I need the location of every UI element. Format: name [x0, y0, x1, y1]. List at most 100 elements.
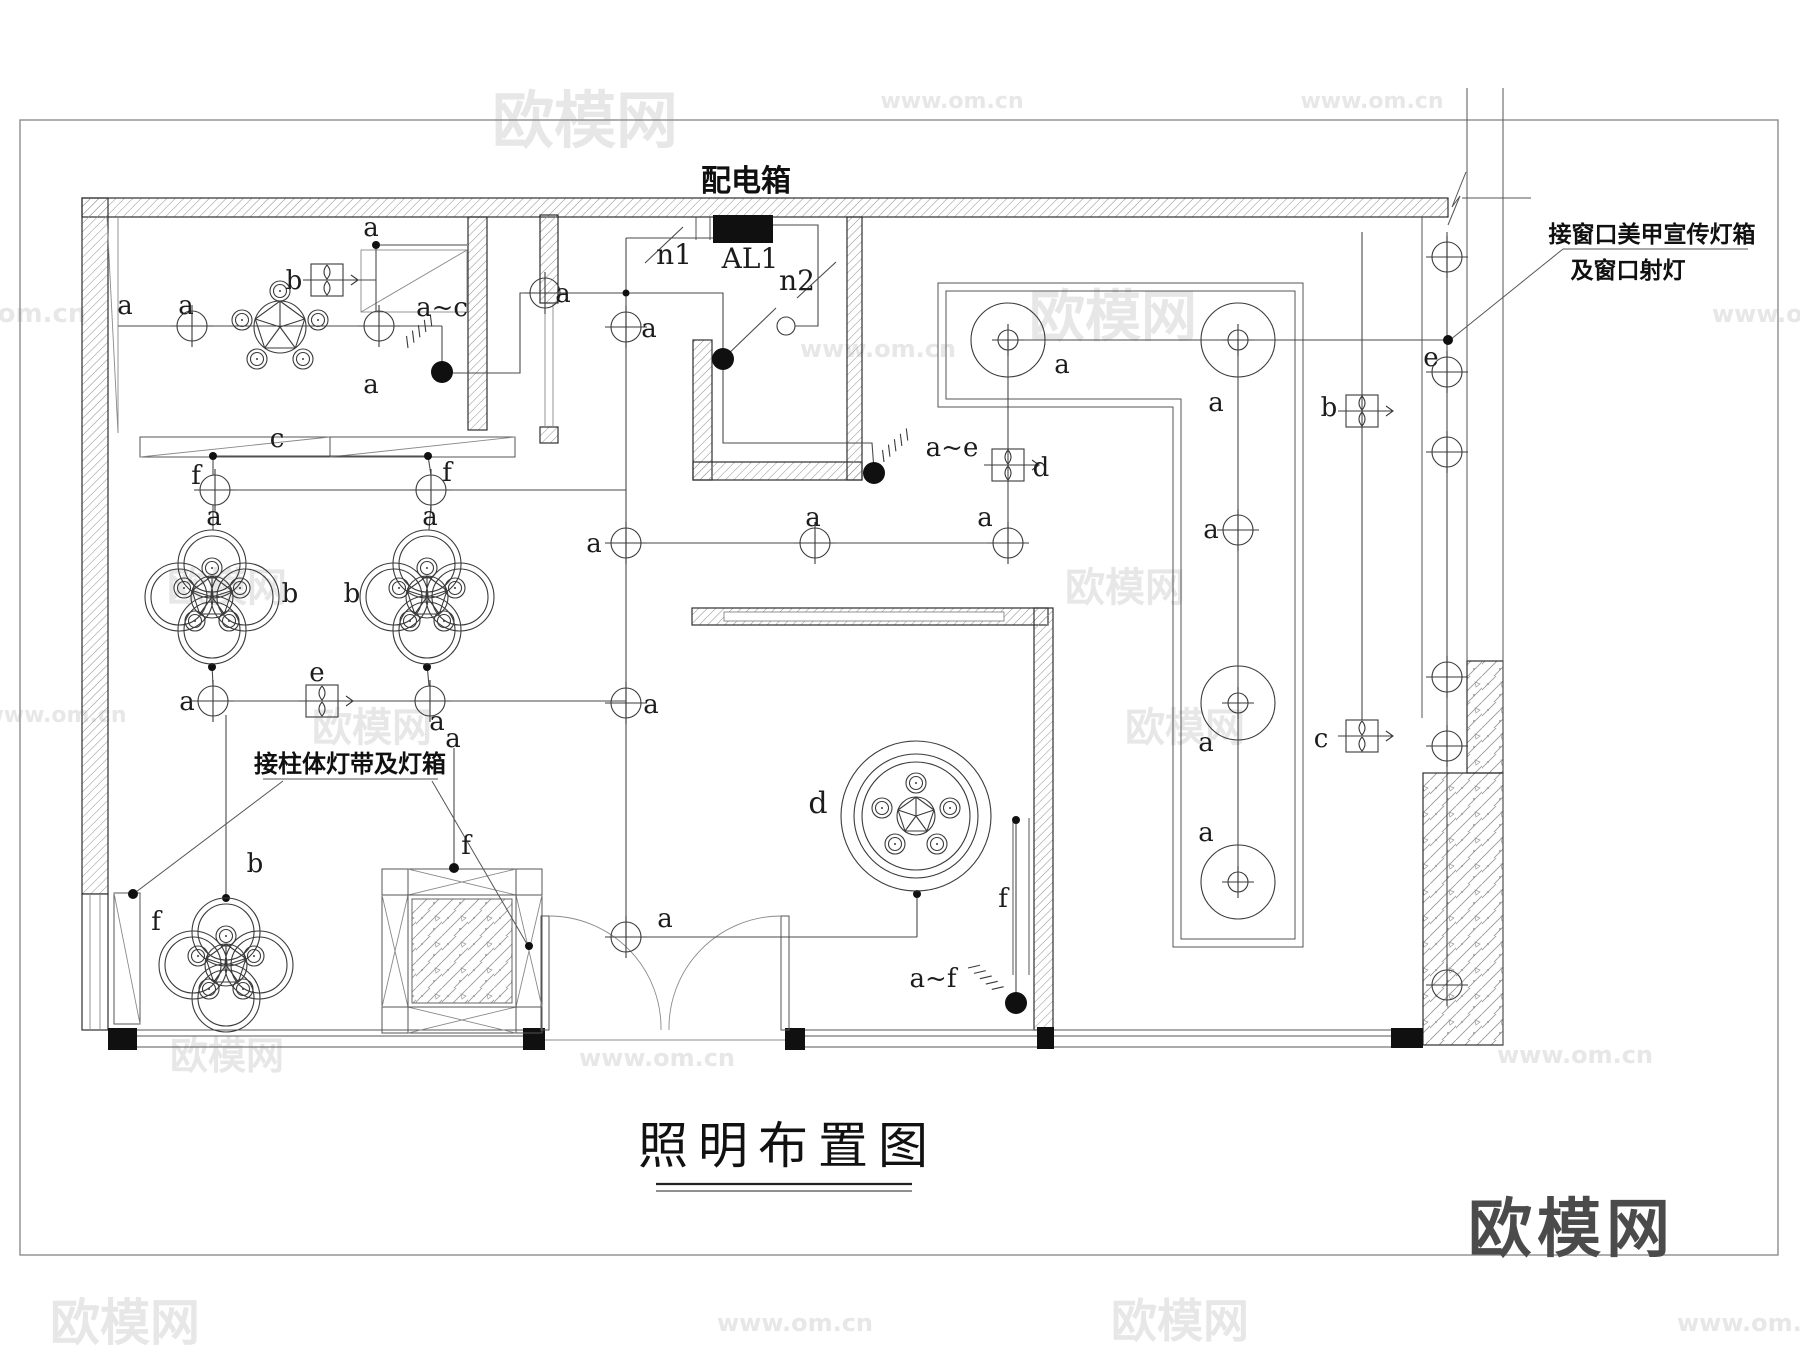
cad-label: f: [461, 831, 473, 861]
l-shaped-counter: [937, 282, 1304, 948]
cad-label: a: [445, 724, 461, 754]
cad-label: a~e: [926, 433, 979, 463]
lamp-a: [604, 915, 648, 959]
lamp-a: [191, 679, 235, 723]
symbols: [128, 235, 1469, 1032]
junction-a-e: [863, 462, 885, 484]
storefront-band: [137, 1029, 1391, 1048]
cad-label: e: [1423, 343, 1438, 373]
distribution-panel-AL1: [713, 215, 773, 243]
cad-label: a: [1203, 515, 1219, 545]
fan-c: [1337, 719, 1394, 753]
wires: [118, 224, 1448, 993]
cad-label: e: [309, 658, 324, 688]
cad-label: a: [1198, 818, 1214, 848]
watermark: www.om.cn: [1497, 1041, 1653, 1069]
watermark: 欧模网: [1065, 565, 1185, 611]
cad-label: a: [1198, 728, 1214, 758]
round-chandelier-d: [841, 741, 991, 891]
cad-label: 配电箱: [701, 164, 791, 199]
cad-label: a: [555, 279, 571, 309]
cad-label: f: [442, 458, 454, 488]
clover-chandelier-b: [360, 530, 494, 664]
fan-d: [983, 448, 1040, 482]
cad-label: a: [805, 503, 821, 533]
lamp-a: [1216, 508, 1260, 552]
lamp-a: [986, 521, 1030, 565]
cad-label: n1: [656, 238, 692, 271]
lamp-a: [604, 681, 648, 725]
structure: [106, 88, 1531, 1050]
sheet-border: [19, 119, 1779, 1256]
watermark: 欧模网: [170, 1034, 284, 1078]
cad-label: 接柱体灯带及灯箱: [254, 750, 446, 778]
watermark: om.cn: [0, 299, 86, 329]
cad-label: a~c: [416, 293, 468, 323]
watermark: 欧模网: [1111, 1294, 1249, 1348]
cad-label: a: [178, 291, 194, 321]
watermark: www.om.cn: [1712, 300, 1800, 328]
cad-label: AL1: [721, 242, 779, 275]
watermark: www.om.cn: [579, 1044, 735, 1072]
cad-label: a: [422, 502, 438, 532]
site-logo: 欧模网: [1468, 1193, 1675, 1267]
cad-label: b: [247, 849, 264, 879]
cad-label: 照明布置图: [638, 1117, 938, 1175]
cad-label: a: [1208, 388, 1224, 418]
switch-junction: [712, 348, 734, 370]
cad-label: b: [286, 266, 303, 296]
cad-label: 及窗口射灯: [1571, 257, 1686, 284]
clover-chandelier-b: [159, 898, 293, 1032]
junction-a-c: [431, 361, 453, 383]
cad-label: a: [363, 370, 379, 400]
cad-label: d: [1033, 453, 1050, 483]
lamp-e: [1425, 655, 1469, 699]
cad-label: a: [977, 503, 993, 533]
cad-label: a: [206, 502, 222, 532]
cad-label: f: [151, 907, 163, 937]
cad-label: d: [808, 786, 827, 821]
cad-label: a: [117, 291, 133, 321]
cad-label: n2: [779, 264, 815, 297]
walls: [81, 197, 1504, 1046]
watermark: www.om.cn: [880, 89, 1023, 114]
cad-label: c: [270, 424, 285, 454]
cad-label: b: [1321, 393, 1338, 423]
cad-label: a: [657, 904, 673, 934]
cad-label: a: [641, 314, 657, 344]
cad-label: c: [1314, 724, 1329, 754]
cad-label: a: [429, 707, 445, 737]
watermark: 欧模网: [50, 1294, 200, 1352]
watermark: 欧模网: [312, 705, 432, 751]
cad-label: a: [179, 687, 195, 717]
junction-a-f: [1005, 992, 1027, 1014]
cad-label: a: [363, 213, 379, 243]
lamp-a: [604, 521, 648, 565]
watermark: 欧模网: [1029, 285, 1197, 350]
square-column: [381, 868, 543, 1034]
cad-label: a: [1054, 350, 1070, 380]
entrance-double-door: [540, 915, 790, 1031]
watermark: www.om.cn: [1677, 1309, 1800, 1337]
watermark: www.om.cn: [1300, 89, 1443, 114]
cad-label: a: [586, 529, 602, 559]
watermark: www.om.cn: [800, 335, 956, 363]
cad-label: f: [191, 461, 203, 491]
lamp-e: [1425, 235, 1469, 279]
watermark: 欧模网: [1125, 705, 1245, 751]
chandelier-c: [232, 281, 328, 369]
watermark: www.om.cn: [717, 1309, 873, 1337]
lamp-a: [357, 304, 401, 348]
fan-b: [302, 263, 359, 297]
fan-b: [1337, 394, 1394, 428]
cad-label: b: [282, 579, 299, 609]
cad-label: 接窗口美甲宣传灯箱: [1549, 221, 1756, 248]
cad-label: b: [344, 579, 361, 609]
watermark-layer: 欧模网 www.om.cn www.om.cn om.cn 欧模网 www.om.cn ww…: [0, 84, 1800, 1352]
cad-label: a: [643, 690, 659, 720]
cad-label: f: [998, 884, 1010, 914]
cad-label: a~f: [910, 964, 959, 994]
